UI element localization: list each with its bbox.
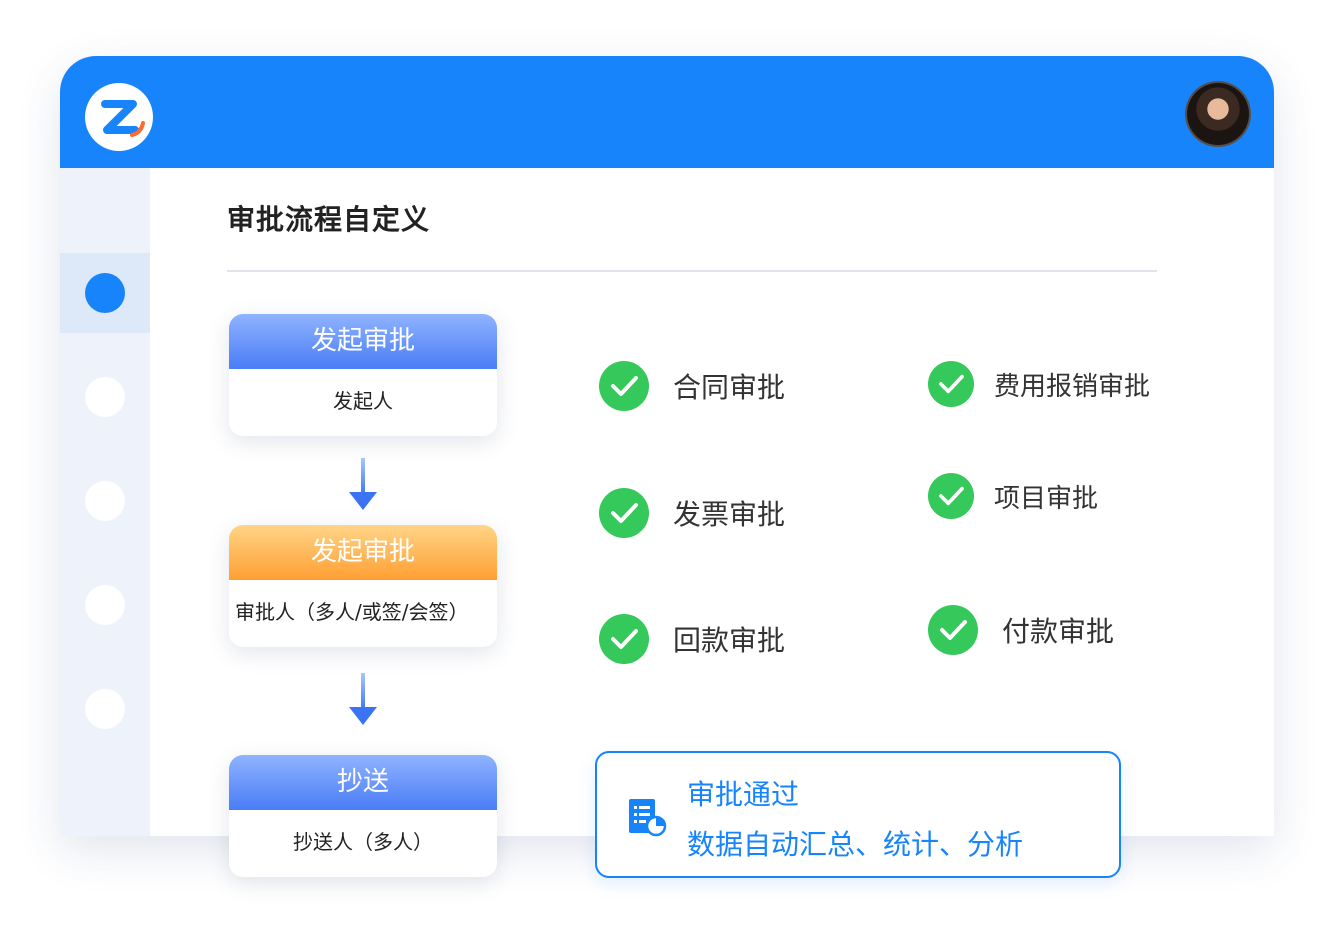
flow-card-initiate[interactable]: 发起审批 发起人 <box>229 314 497 436</box>
user-avatar[interactable] <box>1185 81 1251 147</box>
sidebar <box>60 168 150 836</box>
flow-card-approver[interactable]: 发起审批 审批人（多人/或签/会签） <box>229 525 497 647</box>
flow-card-header: 发起审批 <box>229 314 497 369</box>
approval-type-contract: 合同审批 <box>599 360 785 412</box>
sidebar-item-dot-icon <box>85 377 125 417</box>
check-circle-icon <box>928 473 974 519</box>
approval-type-payment-received: 回款审批 <box>599 613 785 665</box>
check-circle-icon <box>928 605 978 655</box>
sidebar-item-dot-icon <box>85 689 125 729</box>
sidebar-item-dot-icon <box>85 585 125 625</box>
flow-card-cc[interactable]: 抄送 抄送人（多人） <box>229 755 497 877</box>
approval-type-expense: 费用报销审批 <box>928 358 1150 410</box>
z-logo-icon[interactable] <box>85 83 153 151</box>
title-divider <box>227 270 1157 272</box>
arrow-down-icon <box>349 673 377 725</box>
arrow-down-icon <box>349 458 377 510</box>
approval-type-label: 发票审批 <box>673 498 786 531</box>
approval-type-invoice: 发票审批 <box>599 487 785 539</box>
check-circle-icon <box>599 614 649 664</box>
report-chart-icon <box>629 799 667 837</box>
sidebar-item-3[interactable] <box>60 461 150 541</box>
approval-type-label: 费用报销审批 <box>994 371 1151 402</box>
sidebar-item-1[interactable] <box>60 253 150 333</box>
flow-card-body: 审批人（多人/或签/会签） <box>235 600 469 624</box>
sidebar-item-4[interactable] <box>60 565 150 645</box>
check-circle-icon <box>599 488 649 538</box>
approval-type-payment: 付款审批 <box>928 604 1114 656</box>
approval-type-label: 项目审批 <box>994 483 1099 514</box>
flow-card-header: 发起审批 <box>229 525 497 580</box>
approval-type-project: 项目审批 <box>928 470 1098 522</box>
flow-card-header: 抄送 <box>229 755 497 810</box>
sidebar-item-2[interactable] <box>60 357 150 437</box>
flow-card-body: 抄送人（多人） <box>293 830 433 854</box>
result-title: 审批通过 <box>687 778 800 811</box>
app-window <box>60 56 1274 836</box>
check-circle-icon <box>928 361 974 407</box>
approval-result-box: 审批通过 数据自动汇总、统计、分析 <box>595 751 1121 878</box>
sidebar-item-dot-icon <box>85 481 125 521</box>
approval-type-label: 回款审批 <box>673 624 786 657</box>
sidebar-item-5[interactable] <box>60 669 150 749</box>
approval-type-label: 付款审批 <box>1002 615 1115 648</box>
top-bar <box>60 56 1274 168</box>
check-circle-icon <box>599 361 649 411</box>
sidebar-item-dot-icon <box>85 273 125 313</box>
approval-type-label: 合同审批 <box>673 371 786 404</box>
page-title: 审批流程自定义 <box>227 203 431 236</box>
result-description: 数据自动汇总、统计、分析 <box>687 828 1024 861</box>
flow-card-body: 发起人 <box>333 389 393 413</box>
